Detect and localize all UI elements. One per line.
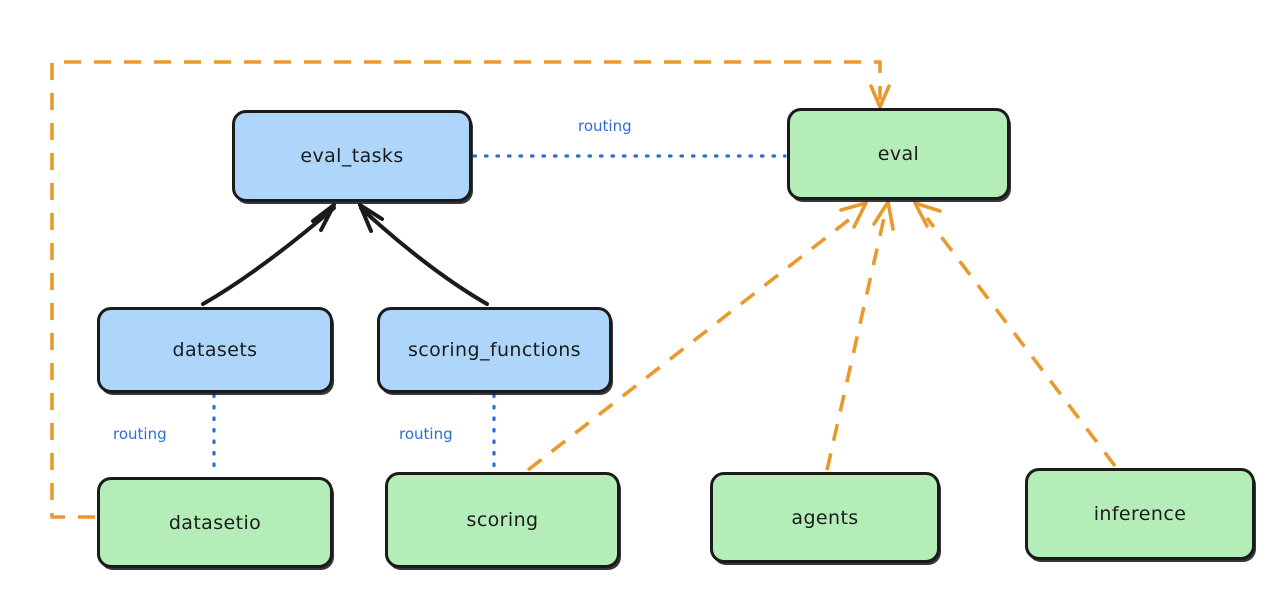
node-eval[interactable]: eval bbox=[787, 108, 1010, 200]
node-inference[interactable]: inference bbox=[1025, 468, 1255, 560]
edge-scoring-to-eval bbox=[526, 201, 868, 472]
edge-inference-to-eval bbox=[913, 201, 1117, 468]
node-label: eval_tasks bbox=[300, 145, 404, 167]
node-label: scoring_functions bbox=[408, 339, 581, 361]
edge-scoring-functions-to-eval-tasks bbox=[358, 203, 489, 306]
edge-datasetio-to-eval bbox=[50, 60, 891, 519]
node-label: eval bbox=[877, 143, 920, 165]
node-label: agents bbox=[791, 506, 859, 529]
edge-label-routing-eval-tasks: routing bbox=[578, 117, 632, 135]
node-scoring[interactable]: scoring bbox=[385, 472, 620, 568]
edge-agents-to-eval bbox=[825, 200, 895, 471]
node-label: scoring bbox=[466, 509, 539, 531]
node-agents[interactable]: agents bbox=[710, 472, 940, 563]
node-datasetio[interactable]: datasetio bbox=[97, 477, 333, 568]
node-label: datasetio bbox=[168, 511, 262, 534]
node-eval-tasks[interactable]: eval_tasks bbox=[232, 110, 472, 202]
edge-label-routing-scoring-functions: routing bbox=[399, 425, 453, 443]
node-datasets[interactable]: datasets bbox=[97, 307, 333, 393]
edge-label-routing-datasets: routing bbox=[113, 425, 167, 443]
node-scoring-functions[interactable]: scoring_functions bbox=[377, 307, 612, 393]
node-label: inference bbox=[1093, 503, 1187, 525]
node-label: datasets bbox=[172, 339, 258, 361]
edge-datasets-to-eval-tasks bbox=[201, 203, 336, 306]
